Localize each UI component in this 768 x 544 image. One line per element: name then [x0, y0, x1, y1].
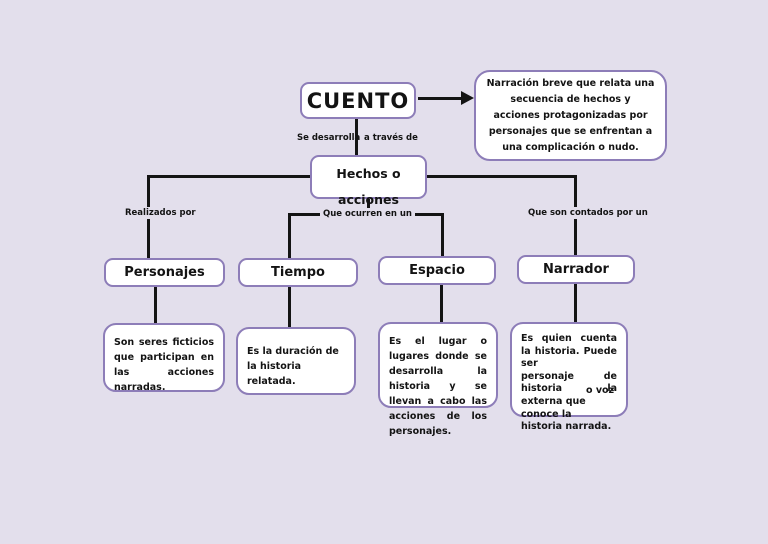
- connector-tiempo-vertical: [288, 213, 291, 259]
- narrador-desc-line4: historia la: [521, 383, 617, 395]
- label-se-desarrolla: Se desarrolla: [297, 133, 361, 143]
- connector-narrador-desc: [574, 284, 577, 323]
- label-a-traves-de: a través de: [364, 133, 418, 143]
- narrador-desc-overlap-text: o voz: [586, 385, 615, 396]
- personajes-description: Son seres ficticios que participan en la…: [103, 323, 225, 393]
- narrador-desc-line1: Es quien cuenta: [521, 333, 617, 344]
- connector-espacio-desc: [440, 285, 443, 323]
- tiempo-description: Es la duración de la historia relatada.: [236, 327, 356, 395]
- narrador-description: Es quien cuenta la historia. Puede ser p…: [510, 322, 628, 432]
- narrador-node: Narrador: [517, 255, 635, 284]
- cuento-title-node: CUENTO: [300, 82, 416, 119]
- espacio-node: Espacio: [378, 256, 496, 285]
- narrador-desc-line3: personaje de: [521, 370, 617, 382]
- hechos-node-line2: acciones: [338, 192, 399, 207]
- connector-personajes-desc: [154, 287, 157, 324]
- narrador-desc-line5: externa que conoce la: [521, 395, 586, 420]
- arrow-cuento-definition: [418, 97, 463, 100]
- espacio-description: Es el lugar o lugares donde se desarroll…: [378, 322, 498, 437]
- connector-cuento-hechos: [355, 119, 358, 156]
- definition-node: Narración breve que relata una secuencia…: [474, 70, 667, 161]
- label-realizados-por: Realizados por: [122, 207, 199, 219]
- connector-hechos-down: [367, 198, 370, 216]
- arrow-head-icon: [461, 91, 474, 105]
- label-que-ocurren-en-un: Que ocurren en un: [320, 208, 415, 220]
- tiempo-node: Tiempo: [238, 258, 358, 287]
- label-que-son-contados-por-un: Que son contados por un: [525, 207, 651, 219]
- connector-left-horizontal: [148, 175, 311, 178]
- narrador-desc-line2: la historia. Puede ser: [521, 345, 617, 370]
- connector-right-horizontal: [427, 175, 576, 178]
- connector-tiempo-desc: [288, 287, 291, 328]
- personajes-node: Personajes: [104, 258, 225, 287]
- connector-espacio-vertical: [441, 213, 444, 257]
- hechos-node: Hechos o: [310, 155, 427, 199]
- narrador-desc-line6: historia narrada.: [521, 421, 612, 433]
